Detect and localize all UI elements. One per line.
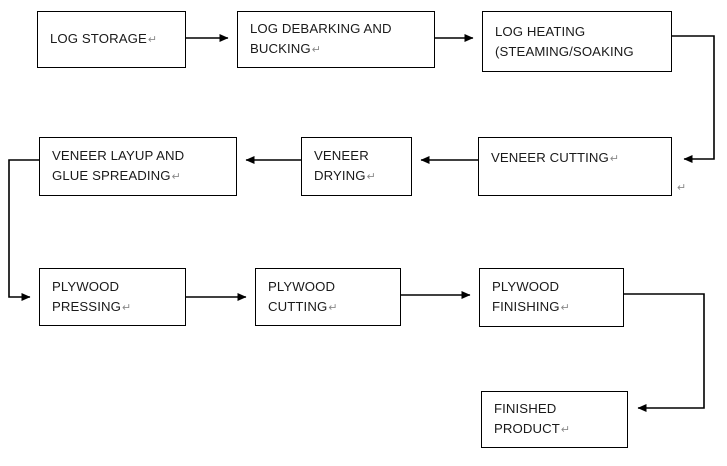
pilcrow-mark: ↵	[366, 171, 376, 183]
node-log-debarking-line-2: BUCKING↵	[250, 41, 322, 56]
pilcrow-mark: ↵	[171, 171, 181, 183]
pilcrow-mark: ↵	[560, 424, 571, 436]
node-log-storage-line-1: LOG STORAGE↵	[50, 31, 158, 46]
node-log-debarking-and-bucking[interactable]: LOG DEBARKING AND BUCKING↵	[237, 11, 435, 68]
node-veneer-drying[interactable]: VENEER DRYING↵	[301, 137, 412, 196]
node-veneer-layup-line-2: GLUE SPREADING↵	[52, 168, 181, 183]
node-veneer-layup-and-glue-spreading[interactable]: VENEER LAYUP AND GLUE SPREADING↵	[39, 137, 237, 196]
stray-pilcrow-icon: ↵	[677, 182, 687, 194]
node-log-storage[interactable]: LOG STORAGE↵	[37, 11, 186, 68]
node-plywood-pressing-line-1: PLYWOOD	[52, 278, 120, 294]
connector-plywood-finishing-to-finished-product	[624, 293, 705, 412]
node-finished-product[interactable]: FINISHED PRODUCT↵	[481, 391, 628, 448]
pilcrow-mark: ↵	[560, 302, 570, 314]
node-plywood-finishing[interactable]: PLYWOOD FINISHING↵	[479, 268, 624, 327]
node-plywood-finishing-line-1: PLYWOOD	[492, 279, 560, 294]
node-veneer-layup-line-1: VENEER LAYUP AND	[52, 148, 185, 163]
node-plywood-finishing-line-2: FINISHING↵	[492, 299, 570, 314]
pilcrow-mark: ↵	[147, 34, 158, 46]
node-plywood-cutting-line-2: CUTTING↵	[268, 298, 338, 314]
pilcrow-mark: ↵	[121, 301, 132, 314]
node-veneer-drying-line-1: VENEER	[314, 148, 369, 163]
connector-veneer-layup-to-plywood-pressing	[8, 159, 39, 301]
node-finished-product-line-1: FINISHED	[494, 401, 557, 416]
node-log-debarking-line-1: LOG DEBARKING AND	[250, 21, 392, 36]
node-finished-product-line-2: PRODUCT↵	[494, 421, 571, 436]
node-log-heating[interactable]: LOG HEATING (STEAMING/SOAKING	[482, 11, 672, 72]
node-plywood-cutting-line-1: PLYWOOD	[268, 278, 336, 294]
node-veneer-drying-line-2: DRYING↵	[314, 168, 376, 183]
node-plywood-cutting[interactable]: PLYWOOD CUTTING↵	[255, 268, 401, 326]
connector-log-heating-to-veneer-cutting	[672, 35, 715, 163]
node-veneer-cutting-line-1: VENEER CUTTING↵	[491, 150, 620, 165]
node-plywood-pressing-line-2: PRESSING↵	[52, 298, 132, 314]
node-log-heating-line-1: LOG HEATING	[495, 23, 586, 39]
node-veneer-cutting[interactable]: VENEER CUTTING↵	[478, 137, 672, 196]
node-log-heating-line-2: (STEAMING/SOAKING	[495, 43, 634, 59]
pilcrow-mark: ↵	[609, 153, 620, 165]
pilcrow-mark: ↵	[328, 301, 338, 314]
node-plywood-pressing[interactable]: PLYWOOD PRESSING↵	[39, 268, 186, 326]
pilcrow-mark: ↵	[311, 44, 322, 56]
